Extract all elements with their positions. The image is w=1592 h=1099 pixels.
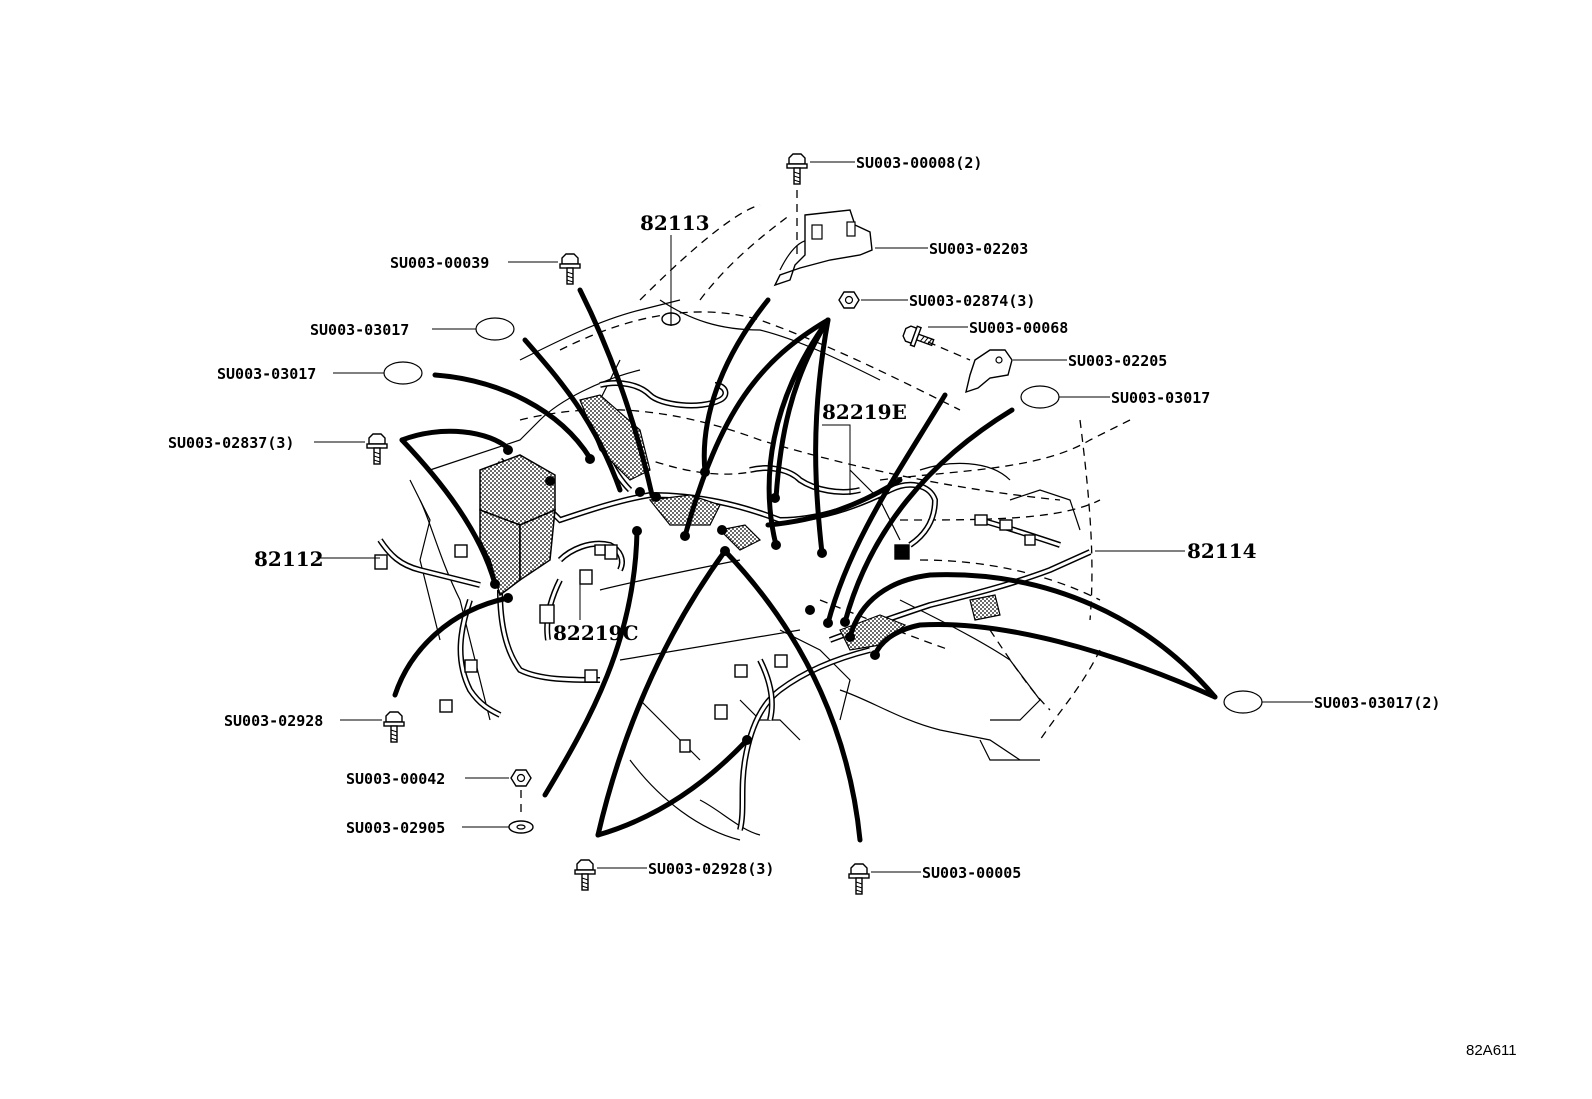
bolt-00008-icon — [786, 153, 808, 185]
part-label-82114: 82114 — [1187, 539, 1257, 563]
callout-su003-03017-c: SU003-03017 — [1111, 389, 1210, 407]
fasteners — [366, 153, 1263, 895]
grommet-03017-b-icon — [383, 361, 423, 385]
reference-curves — [392, 287, 1218, 843]
harness-connectors — [374, 514, 1036, 753]
callout-su003-00068: SU003-00068 — [969, 319, 1068, 337]
bolt-02928-icon — [383, 711, 405, 743]
bracket-02205-icon — [965, 349, 1013, 394]
grommet-03017-a-icon — [475, 317, 515, 341]
part-label-82113: 82113 — [640, 211, 710, 235]
figure-id: 82A611 — [1466, 1042, 1517, 1059]
callout-su003-02837: SU003-02837(3) — [168, 434, 294, 452]
callout-su003-02205: SU003-02205 — [1068, 352, 1167, 370]
callout-su003-03017-a: SU003-03017 — [310, 321, 409, 339]
callout-su003-00005: SU003-00005 — [922, 864, 1021, 882]
callout-su003-02874: SU003-02874(3) — [909, 292, 1035, 310]
washer-02905-icon — [508, 820, 534, 834]
callout-su003-00039: SU003-00039 — [390, 254, 489, 272]
callout-su003-00008: SU003-00008(2) — [856, 154, 982, 172]
bolt-02837-icon — [366, 433, 388, 465]
engine-bay-outline — [409, 204, 1131, 841]
bracket-02203-icon — [773, 209, 873, 287]
bolt-00039-icon — [559, 253, 581, 285]
callout-su003-00042: SU003-00042 — [346, 770, 445, 788]
callout-su003-03017-b: SU003-03017 — [217, 365, 316, 383]
bolt-02928-3-icon — [574, 859, 596, 891]
part-label-82219c: 82219C — [553, 621, 639, 645]
callout-su003-02905: SU003-02905 — [346, 819, 445, 837]
callout-su003-02203: SU003-02203 — [929, 240, 1028, 258]
part-label-82112: 82112 — [254, 547, 324, 571]
nut-02874-icon — [838, 291, 860, 309]
callout-su003-02928: SU003-02928 — [224, 712, 323, 730]
part-label-82219e: 82219E — [822, 400, 907, 424]
nut-00042-icon — [510, 769, 532, 787]
grommet-03017-c-icon — [1020, 385, 1060, 409]
leader-lines — [314, 161, 1313, 873]
clip-82113-icon — [661, 312, 681, 326]
callout-su003-02928-3: SU003-02928(3) — [648, 860, 774, 878]
grommet-03017-d-icon — [1223, 690, 1263, 714]
callout-su003-03017-d: SU003-03017(2) — [1314, 694, 1440, 712]
bolt-00005-icon — [848, 863, 870, 895]
